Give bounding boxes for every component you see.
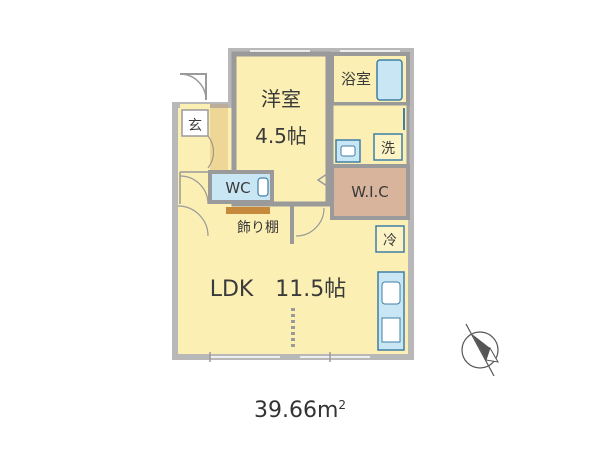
- total-area-unit-sup: 2: [338, 398, 347, 412]
- kitchen-sink: [381, 281, 401, 305]
- sliding-rail: [291, 308, 295, 347]
- ldk-label: LDK 11.5帖: [210, 277, 347, 302]
- western-room: 洋室 4.5帖: [231, 51, 331, 207]
- wc-area: WC: [179, 170, 274, 205]
- wic-label: W.I.C: [351, 183, 389, 201]
- total-area-value: 39.66: [253, 398, 317, 423]
- fridge-box: [375, 225, 405, 253]
- stove: [381, 317, 401, 343]
- washer-box: [373, 133, 403, 161]
- wc-door-frame: [179, 171, 208, 204]
- western-room-size: 4.5帖: [255, 124, 307, 148]
- bath-area: 浴室: [330, 52, 410, 106]
- wic-door-swing: [316, 171, 331, 189]
- bath-label: 浴室: [341, 70, 371, 88]
- kitchen: 冷: [375, 225, 405, 351]
- entrance-box: [181, 109, 209, 137]
- washer-label: 洗: [381, 141, 395, 157]
- wc-door-swing: [179, 175, 209, 205]
- entrance-label: 玄: [188, 117, 202, 134]
- entrance-area: 玄: [179, 73, 228, 180]
- western-room-box: [231, 51, 331, 207]
- decorative-shelf-label: 飾り棚: [237, 220, 279, 236]
- decorative-shelf: [226, 207, 270, 214]
- total-area: 39.66m2: [0, 398, 600, 423]
- wic-area: W.I.C: [316, 164, 410, 220]
- total-area-unit: m: [316, 398, 339, 423]
- north-arrow-icon: [461, 323, 499, 377]
- wc-label: WC: [225, 179, 250, 197]
- window-mullions: [209, 352, 331, 362]
- fridge-label: 冷: [383, 233, 397, 249]
- ldk-door-swing-left: [177, 205, 209, 237]
- ldk-door-swing-right: [295, 207, 325, 237]
- washroom: 洗: [330, 102, 410, 168]
- ldk-area: LDK 11.5帖: [209, 277, 370, 362]
- basin-bowl: [340, 145, 356, 157]
- toilet-icon: [257, 177, 269, 197]
- entrance-door-frame: [180, 73, 207, 100]
- decorative-shelf-area: 飾り棚: [177, 204, 325, 244]
- entrance-inner-swing: [207, 135, 215, 169]
- entrance-door-swing: [179, 73, 207, 101]
- wic-room: [330, 164, 410, 220]
- bathtub: [376, 59, 403, 101]
- western-room-name: 洋室: [261, 87, 301, 111]
- shoe-cabinet: [210, 104, 228, 180]
